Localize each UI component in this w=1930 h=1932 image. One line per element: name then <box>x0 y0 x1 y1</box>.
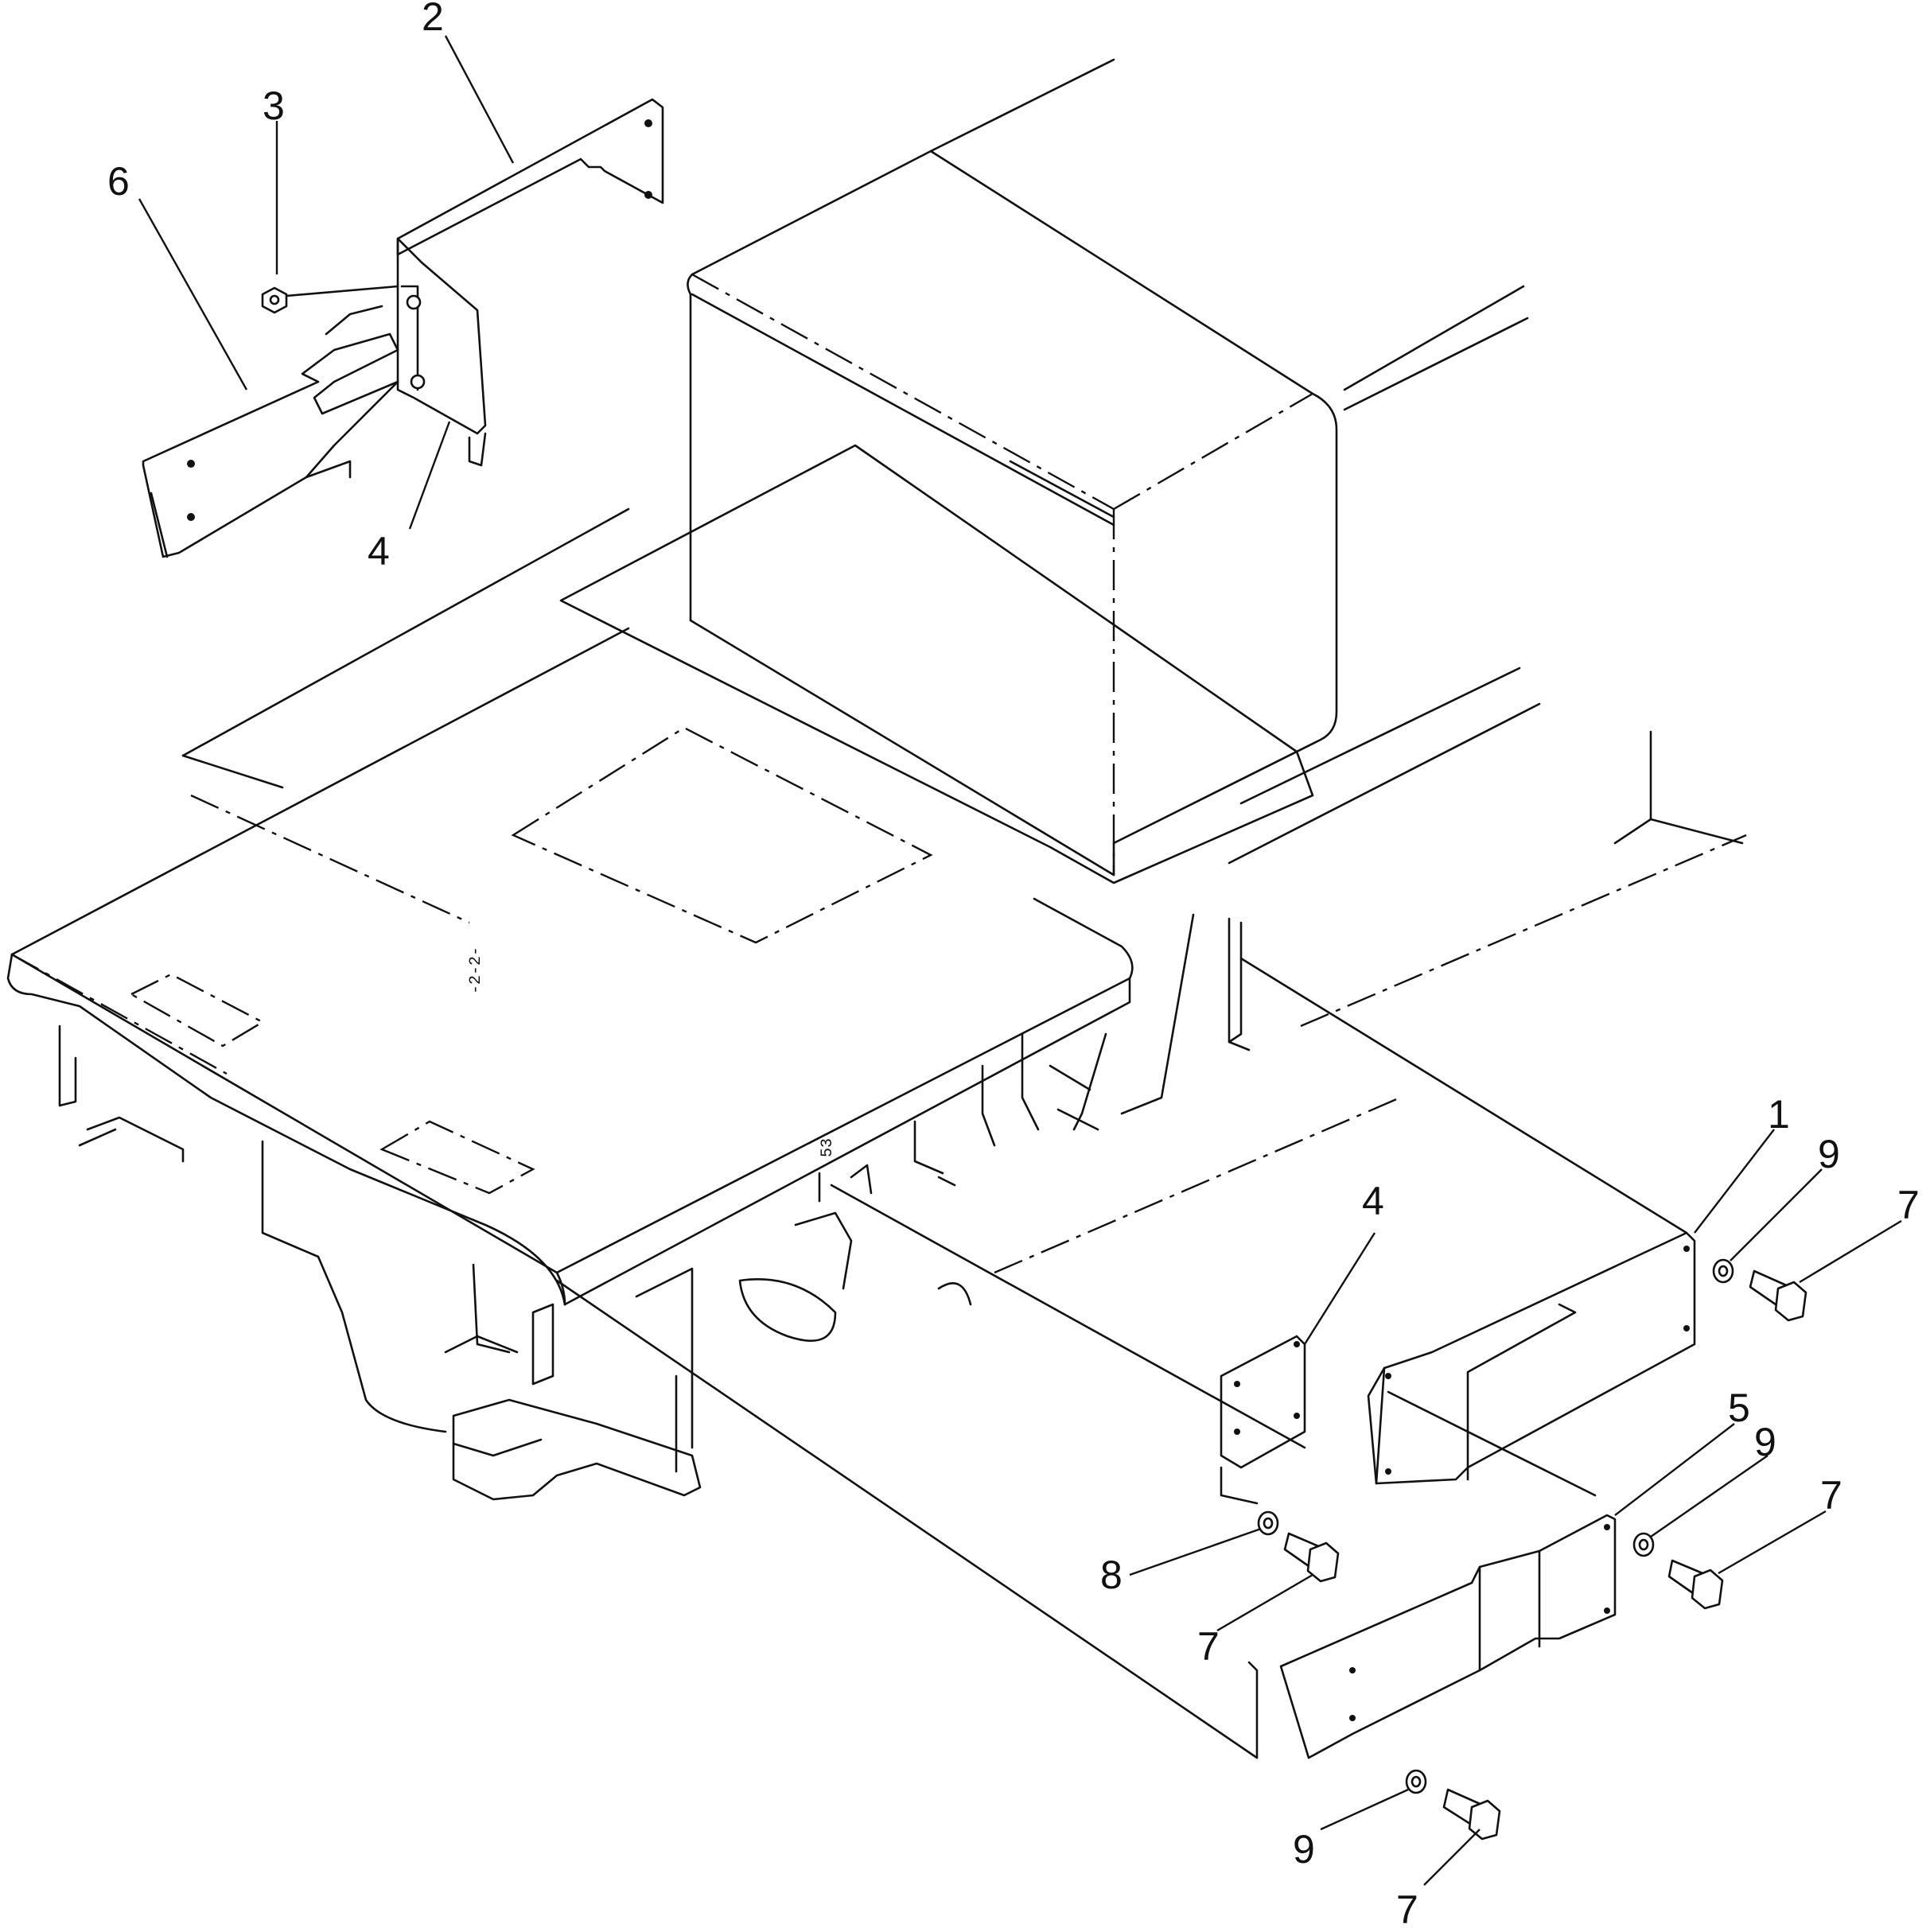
callout-1: 1 <box>1768 1092 1790 1137</box>
callout-8: 8 <box>1100 1553 1123 1597</box>
callout-7-bracket: 7 <box>1197 1624 1220 1669</box>
side-panel <box>555 957 1688 1759</box>
callout-7-part5: 7 <box>1820 1473 1842 1518</box>
part-4-upper-bracket <box>396 237 487 467</box>
floor-deck <box>6 507 1134 1306</box>
callout-9-part1: 9 <box>1818 1132 1840 1176</box>
callout-5: 5 <box>1728 1386 1750 1430</box>
callout-4-lower: 4 <box>1362 1179 1384 1223</box>
part-1-cover <box>1367 1231 1696 1497</box>
center-mark: -2-2- <box>467 947 485 994</box>
callout-4-upper: 4 <box>368 529 390 573</box>
callouts: 2 3 6 4 1 9 7 4 5 9 7 8 7 9 7 <box>107 0 1920 1932</box>
part-6-step <box>142 305 399 558</box>
small-mark: 53 <box>819 1138 837 1157</box>
part-2-cover <box>396 98 664 256</box>
callout-6: 6 <box>107 159 130 204</box>
frame-rails <box>929 58 1747 1274</box>
cab-box <box>559 150 1338 884</box>
callout-7-part1: 7 <box>1897 1183 1920 1227</box>
part-4-lower-bracket <box>1220 1335 1306 1505</box>
fasteners <box>1257 1258 1807 1841</box>
part-3-nut <box>261 285 399 314</box>
callout-2: 2 <box>422 0 444 39</box>
under-frame <box>58 913 1251 1501</box>
callout-9-bottom: 9 <box>1293 1827 1315 1872</box>
callout-3: 3 <box>263 84 285 128</box>
callout-9-part5: 9 <box>1754 1420 1776 1464</box>
part-5-cover <box>1279 1514 1617 1759</box>
leader-lines <box>138 35 1902 1886</box>
callout-7-bottom: 7 <box>1396 1887 1418 1932</box>
